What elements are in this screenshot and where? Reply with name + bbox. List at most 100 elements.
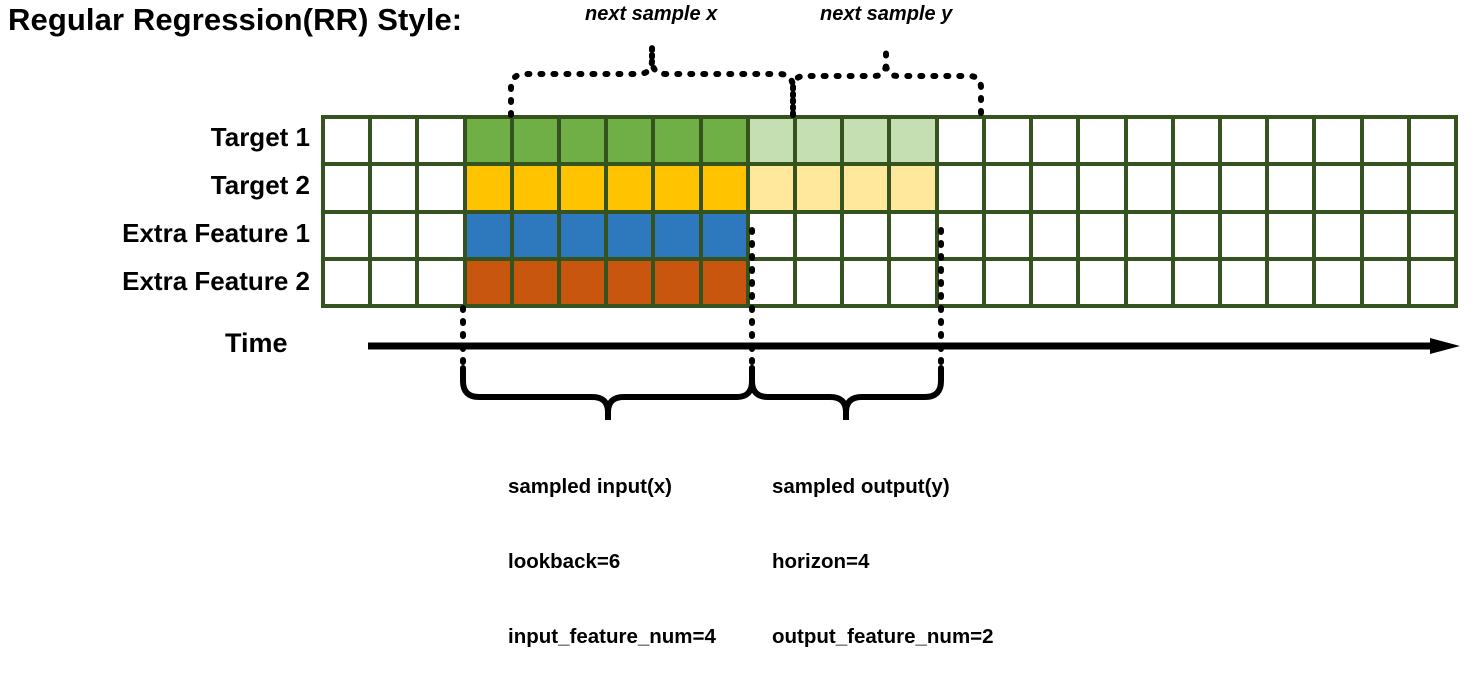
cell-extra-feature-1-t21 — [1316, 213, 1360, 257]
cell-extra-feature-2-t1 — [372, 260, 416, 304]
timeseries-grid — [321, 115, 1458, 308]
cell-target-2-t19 — [1221, 166, 1266, 210]
cell-extra-feature-2-t17 — [1127, 260, 1171, 304]
cell-target-2-t10 — [797, 166, 841, 210]
cell-target-1-t17 — [1127, 119, 1171, 163]
annotation-output-line3: output_feature_num=2 — [772, 625, 994, 648]
cell-extra-feature-1-t10 — [797, 213, 841, 257]
cell-extra-feature-1-t20 — [1269, 213, 1313, 257]
cell-extra-feature-1-t13 — [938, 213, 982, 257]
cell-target-2-t22 — [1363, 166, 1407, 210]
cell-extra-feature-1-t4 — [513, 213, 558, 257]
cell-target-1-t13 — [938, 119, 982, 163]
cell-target-2-t9 — [749, 166, 794, 210]
cell-target-1-t6 — [608, 119, 652, 163]
row-label-extra-feature-1: Extra Feature 1 — [122, 218, 310, 248]
annotation-sampled-input: sampled input(x) lookback=6 input_featur… — [508, 424, 716, 699]
cell-target-1-t11 — [844, 119, 888, 163]
time-axis-arrow — [368, 338, 1460, 354]
annotation-output-line1: sampled output(y) — [772, 475, 950, 498]
label-next-sample-y: next sample y — [820, 3, 953, 25]
cell-target-2-t5 — [561, 166, 605, 210]
row-label-target-1: Target 1 — [210, 122, 310, 152]
cell-target-2-t15 — [1033, 166, 1077, 210]
cell-extra-feature-2-t16 — [1080, 260, 1124, 304]
cell-target-1-t4 — [513, 119, 558, 163]
cell-extra-feature-2-t5 — [561, 260, 605, 304]
cell-extra-feature-2-t23 — [1410, 260, 1454, 304]
cell-target-2-t14 — [985, 166, 1030, 210]
cell-extra-feature-2-t22 — [1363, 260, 1407, 304]
cell-extra-feature-2-t13 — [938, 260, 982, 304]
cell-target-2-t11 — [844, 166, 888, 210]
cell-target-1-t14 — [985, 119, 1030, 163]
cell-target-2-t17 — [1127, 166, 1171, 210]
cell-target-2-t20 — [1269, 166, 1313, 210]
cell-extra-feature-1-t3 — [466, 213, 510, 257]
cell-target-1-t20 — [1269, 119, 1313, 163]
cell-target-2-t13 — [938, 166, 982, 210]
cell-target-2-t16 — [1080, 166, 1124, 210]
cell-extra-feature-1-t1 — [372, 213, 416, 257]
cell-extra-feature-1-t6 — [608, 213, 652, 257]
cell-extra-feature-2-t7 — [655, 260, 699, 304]
cell-extra-feature-2-t6 — [608, 260, 652, 304]
cell-target-2-t4 — [513, 166, 558, 210]
brace-sampled-output — [749, 365, 944, 420]
cell-extra-feature-1-t12 — [891, 213, 935, 257]
brace-sampled-input — [460, 365, 755, 420]
annotation-sampled-output: sampled output(y) horizon=4 output_featu… — [772, 424, 994, 699]
cell-target-2-t12 — [891, 166, 935, 210]
cell-target-2-t21 — [1316, 166, 1360, 210]
diagram-canvas: Regular Regression(RR) Style: next sampl… — [0, 2, 1460, 648]
row-label-target-2-wrap: Target 2 — [0, 170, 310, 218]
cell-target-1-t7 — [655, 119, 699, 163]
cell-target-1-t1 — [372, 119, 416, 163]
cell-extra-feature-2-t8 — [702, 260, 746, 304]
cell-target-1-t2 — [419, 119, 463, 163]
annotation-input-line2: lookback=6 — [508, 550, 621, 573]
cell-target-2-t0 — [325, 166, 369, 210]
cell-extra-feature-1-t14 — [985, 213, 1030, 257]
cell-target-1-t18 — [1174, 119, 1218, 163]
cell-target-2-t1 — [372, 166, 416, 210]
row-label-target-2: Target 2 — [210, 170, 310, 200]
cell-extra-feature-1-t22 — [1363, 213, 1407, 257]
page-title: Regular Regression(RR) Style: — [8, 2, 463, 37]
cell-extra-feature-1-t8 — [702, 213, 746, 257]
cell-extra-feature-1-t18 — [1174, 213, 1218, 257]
annotation-output-line2: horizon=4 — [772, 550, 870, 573]
row-label-extra-feature-2: Extra Feature 2 — [122, 266, 310, 296]
cell-extra-feature-1-t11 — [844, 213, 888, 257]
cell-target-1-t12 — [891, 119, 935, 163]
cell-target-1-t0 — [325, 119, 369, 163]
cell-target-1-t19 — [1221, 119, 1266, 163]
cell-extra-feature-1-t5 — [561, 213, 605, 257]
cell-target-1-t22 — [1363, 119, 1407, 163]
label-next-sample-x: next sample x — [585, 3, 718, 25]
cell-extra-feature-1-t0 — [325, 213, 369, 257]
cell-target-2-t23 — [1410, 166, 1454, 210]
cell-target-2-t2 — [419, 166, 463, 210]
cell-extra-feature-1-t23 — [1410, 213, 1454, 257]
cell-target-1-t9 — [749, 119, 794, 163]
cell-target-1-t10 — [797, 119, 841, 163]
cell-target-1-t5 — [561, 119, 605, 163]
cell-extra-feature-2-t15 — [1033, 260, 1077, 304]
annotation-input-line3: input_feature_num=4 — [508, 625, 716, 648]
cell-extra-feature-1-t2 — [419, 213, 463, 257]
cell-extra-feature-1-t16 — [1080, 213, 1124, 257]
cell-extra-feature-2-t0 — [325, 260, 369, 304]
row-label-extra-feature-1-wrap: Extra Feature 1 — [0, 218, 310, 266]
annotation-input-line1: sampled input(x) — [508, 475, 673, 498]
cell-extra-feature-2-t3 — [466, 260, 510, 304]
cell-target-1-t8 — [702, 119, 746, 163]
cell-extra-feature-2-t11 — [844, 260, 888, 304]
cell-extra-feature-1-t15 — [1033, 213, 1077, 257]
cell-extra-feature-2-t10 — [797, 260, 841, 304]
cell-target-1-t3 — [466, 119, 510, 163]
cell-extra-feature-2-t9 — [749, 260, 794, 304]
cell-target-2-t6 — [608, 166, 652, 210]
cell-target-2-t18 — [1174, 166, 1218, 210]
cell-target-2-t8 — [702, 166, 746, 210]
